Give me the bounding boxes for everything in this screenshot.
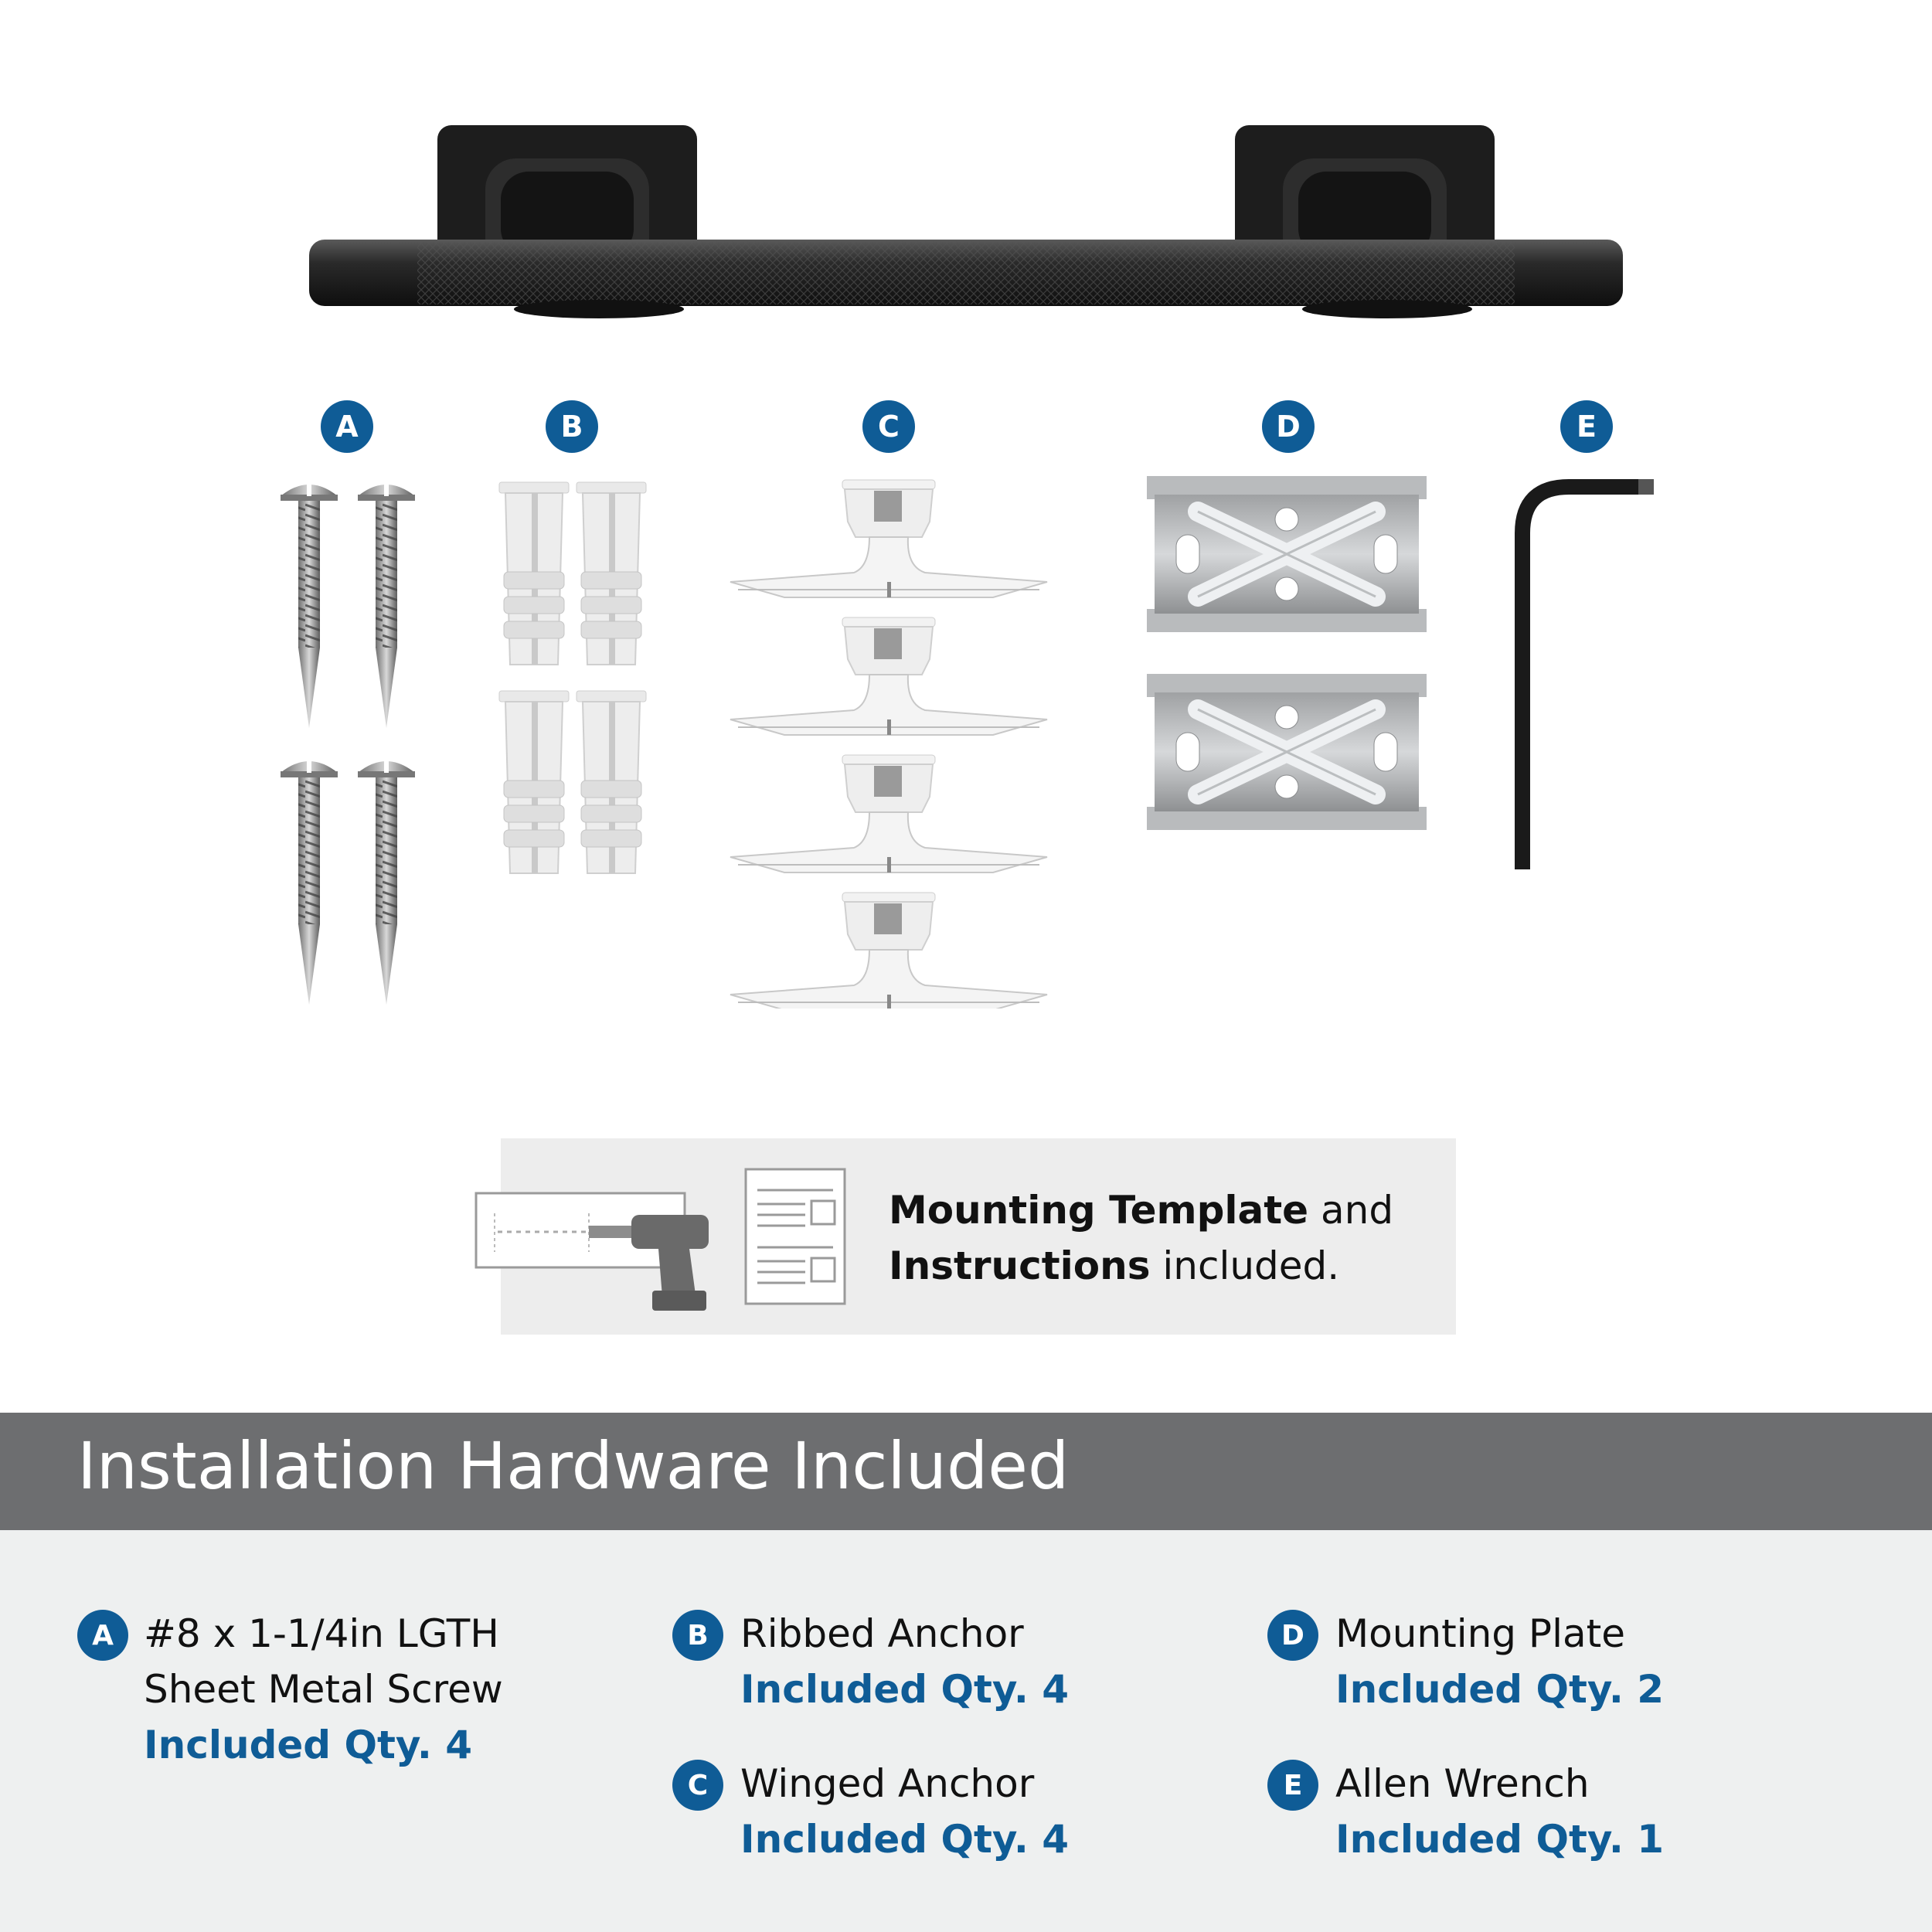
banner xyxy=(0,1413,1932,1530)
legend-a-line2: Sheet Metal Screw xyxy=(144,1667,503,1712)
legend-c-qty: Included Qty. 4 xyxy=(740,1817,1070,1862)
template-bold: Mounting Template xyxy=(889,1188,1309,1233)
legend-badge-d: D xyxy=(1267,1610,1318,1661)
instructions-text-included: included. xyxy=(1150,1243,1340,1288)
hardware-label-b: B xyxy=(546,400,598,453)
legend-badge-e: E xyxy=(1267,1760,1318,1811)
legend-item-a: #8 x 1-1/4in LGTH Sheet Metal Screw Incl… xyxy=(144,1606,503,1773)
hardware-label-a: A xyxy=(321,400,373,453)
legend-e-qty: Included Qty. 1 xyxy=(1335,1817,1665,1862)
instructions-bold: Instructions xyxy=(889,1243,1151,1288)
legend-a-line1: #8 x 1-1/4in LGTH xyxy=(144,1611,499,1656)
ribbed-anchors-image xyxy=(498,481,647,874)
template-text-and: and xyxy=(1308,1188,1394,1233)
drill-template-icon xyxy=(474,1192,709,1311)
legend-item-d: Mounting Plate Included Qty. 2 xyxy=(1335,1606,1664,1717)
template-note: Mounting Template and Instructions inclu… xyxy=(889,1182,1393,1294)
screws-image xyxy=(281,478,415,1005)
allen-wrench-image xyxy=(1515,479,1654,869)
legend-c-line1: Winged Anchor xyxy=(740,1761,1035,1806)
legend-badge-c: C xyxy=(672,1760,723,1811)
mounting-plates-image xyxy=(1144,476,1437,844)
hardware-label-e: E xyxy=(1560,400,1613,453)
legend-badge-a: A xyxy=(77,1610,128,1661)
legend-a-qty: Included Qty. 4 xyxy=(144,1723,473,1767)
banner-title: Installation Hardware Included xyxy=(77,1428,1070,1504)
legend-item-c: Winged Anchor Included Qty. 4 xyxy=(740,1756,1069,1867)
winged-anchors-image xyxy=(730,479,1048,1009)
legend-panel xyxy=(0,1530,1932,1932)
legend-item-e: Allen Wrench Included Qty. 1 xyxy=(1335,1756,1664,1867)
legend-badge-b: B xyxy=(672,1610,723,1661)
legend-d-line1: Mounting Plate xyxy=(1335,1611,1625,1656)
legend-item-b: Ribbed Anchor Included Qty. 4 xyxy=(740,1606,1069,1717)
towel-bar-image xyxy=(309,125,1623,318)
legend-b-line1: Ribbed Anchor xyxy=(740,1611,1024,1656)
hardware-label-d: D xyxy=(1262,400,1315,453)
legend-b-qty: Included Qty. 4 xyxy=(740,1667,1070,1712)
instructions-document-icon xyxy=(744,1168,846,1305)
legend-d-qty: Included Qty. 2 xyxy=(1335,1667,1665,1712)
legend-e-line1: Allen Wrench xyxy=(1335,1761,1590,1806)
hardware-label-c: C xyxy=(862,400,915,453)
